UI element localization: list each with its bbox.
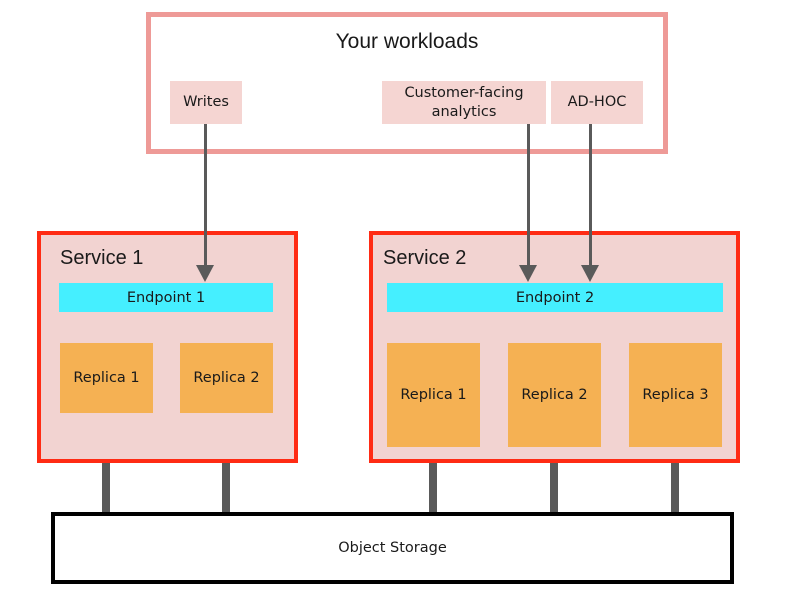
workload-chip-writes[interactable]: Writes bbox=[170, 81, 242, 124]
replica-s2-3[interactable]: Replica 3 bbox=[629, 343, 722, 447]
arrow-line-writes-to-endpoint1 bbox=[204, 124, 207, 267]
arrow-head-analytics-to-endpoint2 bbox=[519, 265, 537, 282]
replica-s2-1[interactable]: Replica 1 bbox=[387, 343, 480, 447]
arrow-head-adhoc-to-endpoint2 bbox=[581, 265, 599, 282]
connector-replica1-storage-s2 bbox=[429, 442, 437, 516]
workload-chip-label: Customer-facing analytics bbox=[404, 85, 524, 120]
arrow-line-analytics-to-endpoint2 bbox=[527, 124, 530, 267]
replica-label: Replica 1 bbox=[400, 387, 467, 403]
replica-s2-2[interactable]: Replica 2 bbox=[508, 343, 601, 447]
workload-chip-label: AD-HOC bbox=[567, 94, 627, 111]
workload-chip-customer-facing-analytics[interactable]: Customer-facing analytics bbox=[382, 81, 546, 124]
connector-replica2-storage-s2 bbox=[550, 442, 558, 516]
replica-label: Replica 1 bbox=[73, 370, 140, 386]
replica-s1-2[interactable]: Replica 2 bbox=[180, 343, 273, 413]
endpoint-2[interactable]: Endpoint 2 bbox=[387, 283, 723, 312]
replica-s1-1[interactable]: Replica 1 bbox=[60, 343, 153, 413]
workload-chip-label: Writes bbox=[183, 94, 229, 111]
workload-chip-ad-hoc[interactable]: AD-HOC bbox=[551, 81, 643, 124]
workloads-title: Your workloads bbox=[335, 30, 479, 53]
endpoint-label: Endpoint 2 bbox=[515, 289, 595, 306]
replica-label: Replica 2 bbox=[521, 387, 588, 403]
arrow-head-writes-to-endpoint1 bbox=[196, 265, 214, 282]
endpoint-label: Endpoint 1 bbox=[126, 289, 206, 306]
connector-replica3-storage-s2 bbox=[671, 442, 679, 516]
object-storage-label: Object Storage bbox=[338, 540, 447, 556]
replica-label: Replica 3 bbox=[642, 387, 709, 403]
service-title-2: Service 2 bbox=[383, 247, 467, 269]
endpoint-1[interactable]: Endpoint 1 bbox=[59, 283, 273, 312]
arrow-line-adhoc-to-endpoint2 bbox=[589, 124, 592, 267]
replica-label: Replica 2 bbox=[193, 370, 260, 386]
service-title-1: Service 1 bbox=[60, 247, 144, 269]
object-storage-box: Object Storage bbox=[51, 512, 734, 584]
